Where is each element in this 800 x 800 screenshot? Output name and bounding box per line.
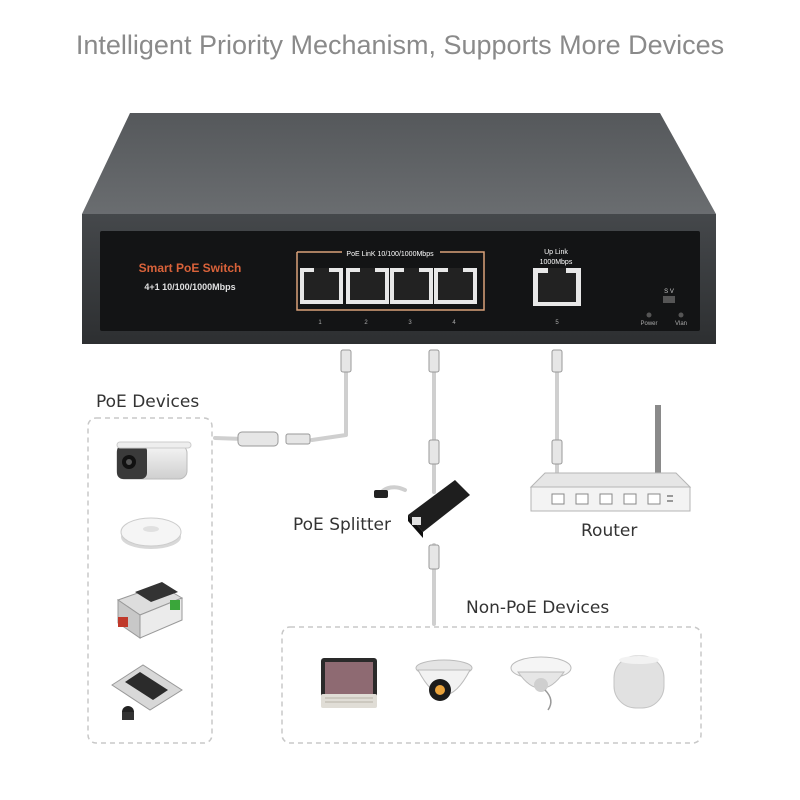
port-number-1: 1 — [318, 320, 322, 326]
uplink-label: Up Link — [544, 249, 568, 256]
router — [529, 405, 692, 512]
poe-switch: Smart PoE Switch 4+1 10/100/1000Mbps PoE… — [82, 113, 716, 344]
bullet-camera-icon — [116, 441, 192, 480]
poe-port-frame — [296, 251, 485, 311]
card-reader-device-icon — [111, 664, 183, 720]
vlan-led — [678, 312, 684, 318]
port-number-5: 5 — [555, 320, 559, 326]
smart-speaker-icon — [613, 655, 665, 709]
ceiling-speaker-icon — [510, 656, 572, 711]
port-number-4: 4 — [452, 320, 456, 326]
non-poe-devices-label: Non-PoE Devices — [466, 598, 610, 618]
ceiling-access-point-icon — [120, 517, 182, 549]
poe-devices-label: PoE Devices — [96, 392, 200, 412]
non-poe-devices-box — [281, 626, 702, 744]
router-label: Router — [581, 521, 638, 541]
page-headline: Intelligent Priority Mechanism, Supports… — [75, 30, 725, 60]
mode-switch — [663, 296, 675, 303]
smart-display-icon — [321, 658, 377, 708]
poe-splitter-label: PoE Splitter — [293, 515, 391, 535]
rj45-connectors — [237, 349, 563, 570]
port-number-3: 3 — [408, 320, 412, 326]
mode-switch-marks: S V — [664, 289, 674, 295]
port-number-2: 2 — [364, 320, 368, 326]
power-led-label: Power — [640, 321, 657, 327]
dome-camera-icon — [415, 659, 473, 701]
poe-group-label: PoE LinK 10/100/1000Mbps — [346, 251, 434, 258]
ethernet-port-1 — [300, 268, 343, 304]
switch-spec-text: 4+1 10/100/1000Mbps — [144, 282, 235, 292]
power-led — [646, 312, 652, 318]
uplink-speed-label: 1000Mbps — [540, 259, 573, 266]
ethernet-port-3 — [390, 268, 433, 304]
ethernet-port-5 — [533, 268, 581, 306]
ethernet-port-2 — [346, 268, 389, 304]
poe-splitter — [374, 480, 470, 538]
poe-devices-box — [87, 417, 213, 744]
switch-brand-text: Smart PoE Switch — [139, 261, 242, 275]
ethernet-port-4 — [434, 268, 477, 304]
din-rail-module-icon — [116, 582, 184, 639]
vlan-led-label: Vlan — [675, 321, 687, 327]
